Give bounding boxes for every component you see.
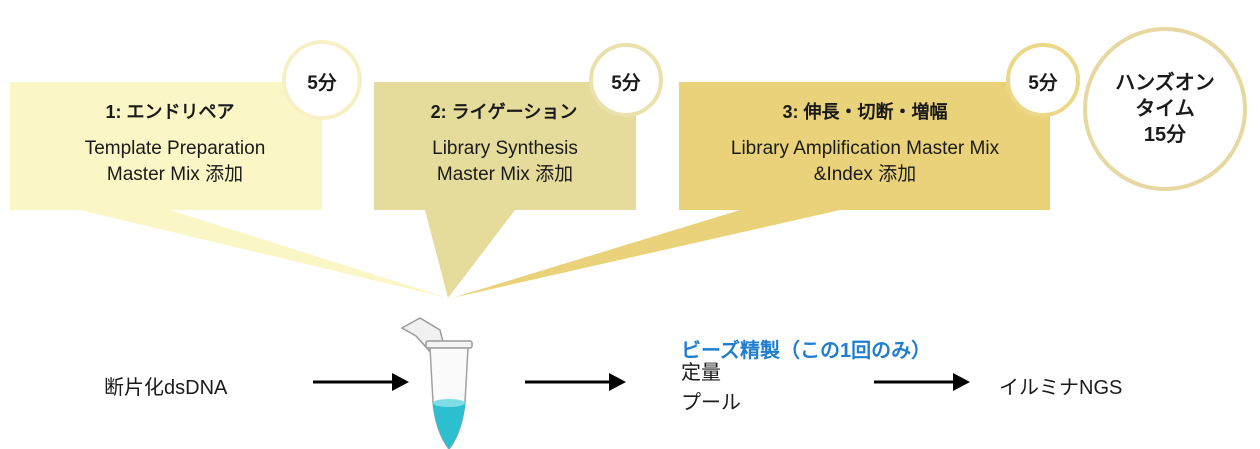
step2-reagent-line1: Library Synthesis — [432, 138, 578, 159]
input-dsdna-label: 断片化dsDNA — [104, 377, 228, 399]
step1-title: 1: エンドリペア — [105, 102, 235, 122]
quantify-label: 定量 — [681, 362, 721, 384]
hands-on-label-line1: ハンズオン — [1115, 72, 1215, 94]
step2-title: 2: ライゲーション — [430, 102, 578, 122]
hands-on-label-line2: タイム — [1135, 98, 1195, 120]
step3-title: 3: 伸長・切断・増幅 — [782, 102, 948, 122]
step3-callout — [452, 82, 1050, 298]
step3-time-badge — [1006, 43, 1080, 117]
step2-callout — [374, 82, 636, 298]
step1-reagent-line2: Master Mix 添加 — [106, 164, 244, 185]
step2-reagent-line2: Master Mix 添加 — [436, 164, 574, 185]
pool-label: プール — [681, 392, 741, 414]
step3-time: 5分 — [1028, 73, 1058, 94]
microtube-icon — [400, 317, 473, 449]
step2-time: 5分 — [611, 73, 641, 94]
bead-purification-title: ビーズ精製（この1回のみ） — [681, 340, 932, 362]
step3-reagent-line1: Library Amplification Master Mix — [730, 138, 1000, 159]
hands-on-time-value: 15分 — [1143, 124, 1187, 146]
step3-reagent-line2: &Index 添加 — [813, 164, 917, 185]
step1-reagent-line1: Template Preparation — [84, 138, 266, 159]
arrow-purification-to-ngs — [874, 373, 970, 391]
arrow-input-to-tube — [313, 373, 409, 391]
step1-time-badge — [282, 40, 362, 120]
tube-liquid — [432, 400, 466, 449]
illumina-ngs-label: イルミナNGS — [999, 377, 1123, 399]
step1-time: 5分 — [307, 73, 337, 94]
step2-time-badge — [589, 43, 663, 117]
arrow-tube-to-purification — [525, 373, 626, 391]
step1-callout — [10, 82, 448, 298]
hands-on-time-circle — [1083, 27, 1247, 191]
